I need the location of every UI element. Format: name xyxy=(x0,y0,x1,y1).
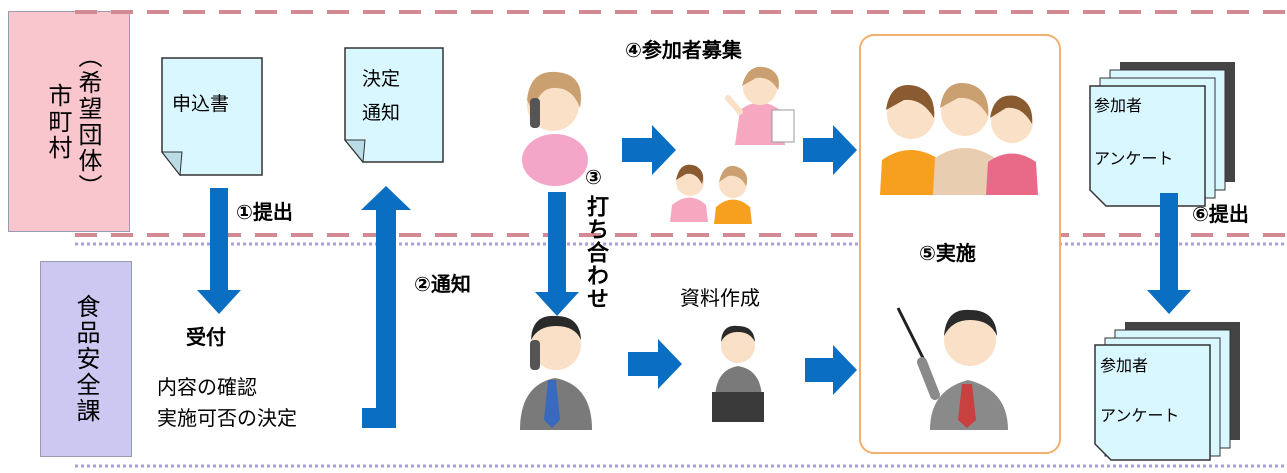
survey-top-line2: アンケート xyxy=(1094,149,1174,168)
survey-bottom-line1: 参加者 xyxy=(1100,356,1149,375)
municipality-lane-sub: （希望団体） xyxy=(74,43,102,200)
step3-number: ③ xyxy=(585,165,602,189)
step6-label: ⑥提出 xyxy=(1192,202,1249,226)
survey-stack-bottom xyxy=(1094,322,1240,461)
step1-label: ①提出 xyxy=(236,200,293,224)
survey-stack-top xyxy=(1089,62,1235,207)
woman-phone-figure xyxy=(522,71,588,186)
arrow-survey-down xyxy=(1147,193,1191,314)
man-computer-figure xyxy=(712,325,764,422)
food-safety-lane-label: 食品安全課 xyxy=(40,261,132,457)
decision-label-line1: 決定 xyxy=(362,68,401,90)
reception-label: 受付 xyxy=(186,325,226,349)
presenter-figure xyxy=(896,307,1008,430)
survey-bottom-line2: アンケート xyxy=(1100,406,1180,425)
food-safety-lane-text: 食品安全課 xyxy=(72,294,100,424)
arrow-notify-up xyxy=(361,186,411,428)
man-phone-figure xyxy=(520,315,592,430)
arrow-top-right-2 xyxy=(803,125,857,175)
three-women-figure xyxy=(880,83,1038,195)
arrow-meeting-down xyxy=(535,192,579,316)
decision-label-line2: 通知 xyxy=(362,102,401,124)
municipality-lane-label: 市町村 （希望団体） xyxy=(8,11,130,232)
arrow-submit-down xyxy=(197,188,241,314)
pointing-woman-figure xyxy=(725,66,795,145)
step5-label: ⑤実施 xyxy=(919,241,976,265)
step4-label: ④参加者募集 xyxy=(625,38,742,62)
arrow-top-right-1 xyxy=(622,125,676,175)
step2-label: ②通知 xyxy=(414,272,471,296)
application-label: 申込書 xyxy=(172,93,230,115)
survey-top-line1: 参加者 xyxy=(1094,96,1143,115)
step3-label: 打ち合わせ xyxy=(583,195,608,310)
application-document xyxy=(161,57,263,176)
arrow-bottom-right-2 xyxy=(805,345,857,395)
decision-document xyxy=(344,47,444,163)
materials-label: 資料作成 xyxy=(680,286,760,310)
chatting-women-figure xyxy=(670,164,752,224)
check-label-line1: 内容の確認 xyxy=(157,375,257,399)
check-label-line2: 実施可否の決定 xyxy=(157,406,297,430)
municipality-lane-main: 市町村 xyxy=(44,82,72,161)
arrow-bottom-right-1 xyxy=(628,339,682,389)
